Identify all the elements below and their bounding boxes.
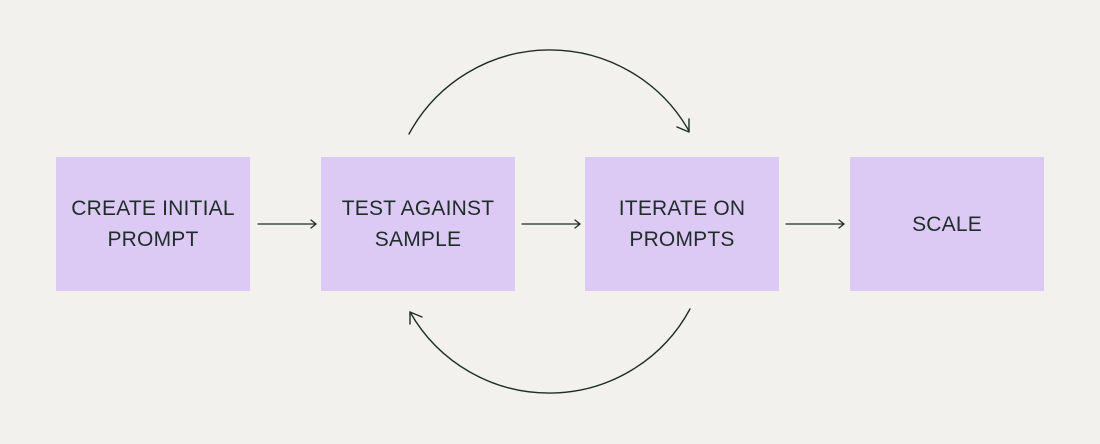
loop-arrow-top <box>408 49 690 135</box>
arrow-step2-to-step3 <box>521 219 581 229</box>
step-scale: SCALE <box>850 157 1044 291</box>
loop-arrow-bottom <box>409 308 691 394</box>
step-label: TEST AGAINST SAMPLE <box>341 197 495 251</box>
step-test-against-sample: TEST AGAINST SAMPLE <box>321 157 515 291</box>
step-label: ITERATE ON PROMPTS <box>618 197 746 251</box>
arrow-step3-to-step4 <box>785 219 845 229</box>
step-label: SCALE <box>912 212 982 236</box>
step-iterate-on-prompts: ITERATE ON PROMPTS <box>585 157 779 291</box>
arrow-step1-to-step2 <box>257 219 317 229</box>
step-label: CREATE INITIAL PROMPT <box>71 197 235 251</box>
step-create-initial-prompt: CREATE INITIAL PROMPT <box>56 157 250 291</box>
